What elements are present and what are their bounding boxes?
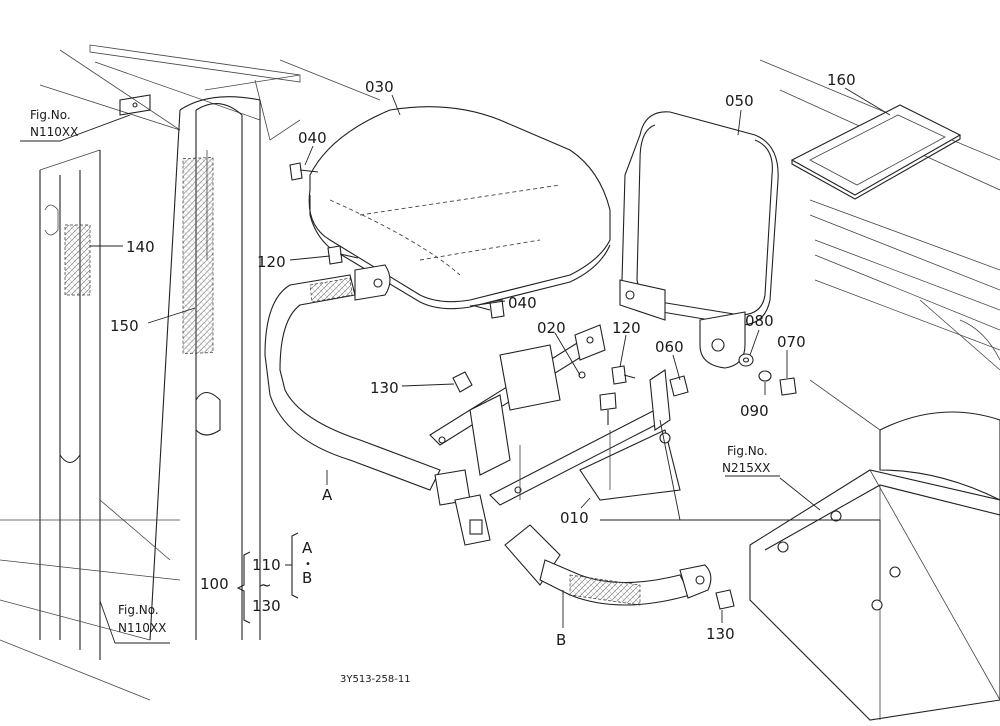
callout-160: 160 bbox=[827, 71, 856, 89]
seat-frame-010 bbox=[429, 324, 681, 506]
chassis-left-frame bbox=[0, 44, 381, 701]
callouts: 030 040 050 160 140 150 120 040 020 120 … bbox=[110, 71, 856, 649]
callout-050: 050 bbox=[725, 92, 754, 110]
callout-040-top: 040 bbox=[298, 129, 327, 147]
callout-030: 030 bbox=[365, 78, 394, 96]
legend-sub-b: B bbox=[302, 569, 312, 587]
callout-020: 020 bbox=[537, 319, 566, 337]
callout-080: 080 bbox=[745, 312, 774, 330]
callout-b: B bbox=[556, 631, 566, 649]
callout-120-right: 120 bbox=[612, 319, 641, 337]
manual-160 bbox=[790, 104, 962, 200]
callout-060: 060 bbox=[655, 338, 684, 356]
callout-140: 140 bbox=[126, 238, 155, 256]
assembly-legend: 100 110 ~ 130 A • B bbox=[200, 532, 313, 624]
pad-150 bbox=[182, 157, 214, 354]
drawing-code: 3Y513-258-11 bbox=[340, 674, 411, 685]
fig-references: Fig.No. N110XX Fig.No. N110XX Fig.No. N2… bbox=[30, 108, 770, 635]
legend-tilde: ~ bbox=[259, 576, 272, 594]
callout-130-left: 130 bbox=[370, 379, 399, 397]
chassis-right-frame bbox=[749, 59, 1000, 721]
legend-assembly: 100 bbox=[200, 575, 229, 593]
seat-belt-a bbox=[264, 264, 491, 546]
callout-010: 010 bbox=[560, 509, 589, 527]
callout-090: 090 bbox=[740, 402, 769, 420]
hardware bbox=[289, 162, 797, 610]
leader-lines bbox=[20, 87, 891, 644]
fig-ref-right-value: N215XX bbox=[722, 461, 770, 475]
callout-a: A bbox=[322, 486, 333, 504]
legend-item-top: 110 bbox=[252, 556, 281, 574]
pad-140 bbox=[64, 224, 91, 296]
callout-130-bottom: 130 bbox=[706, 625, 735, 643]
callout-150: 150 bbox=[110, 317, 139, 335]
legend-sub-dot: • bbox=[305, 559, 311, 570]
seat-belt-b bbox=[504, 524, 712, 606]
backrest-050 bbox=[619, 111, 779, 369]
callout-070: 070 bbox=[777, 333, 806, 351]
legend-item-bottom: 130 bbox=[252, 597, 281, 615]
fig-ref-bottom-left-value: N110XX bbox=[118, 621, 166, 635]
fig-ref-top-left-value: N110XX bbox=[30, 125, 78, 139]
fig-ref-right-label: Fig.No. bbox=[727, 444, 768, 458]
callout-120-left: 120 bbox=[257, 253, 286, 271]
fig-ref-top-left-label: Fig.No. bbox=[30, 108, 71, 122]
callout-040-lower: 040 bbox=[508, 294, 537, 312]
legend-sub-a: A bbox=[302, 539, 313, 557]
fig-ref-bottom-left-label: Fig.No. bbox=[118, 603, 159, 617]
seat-cushion-030 bbox=[308, 106, 611, 310]
